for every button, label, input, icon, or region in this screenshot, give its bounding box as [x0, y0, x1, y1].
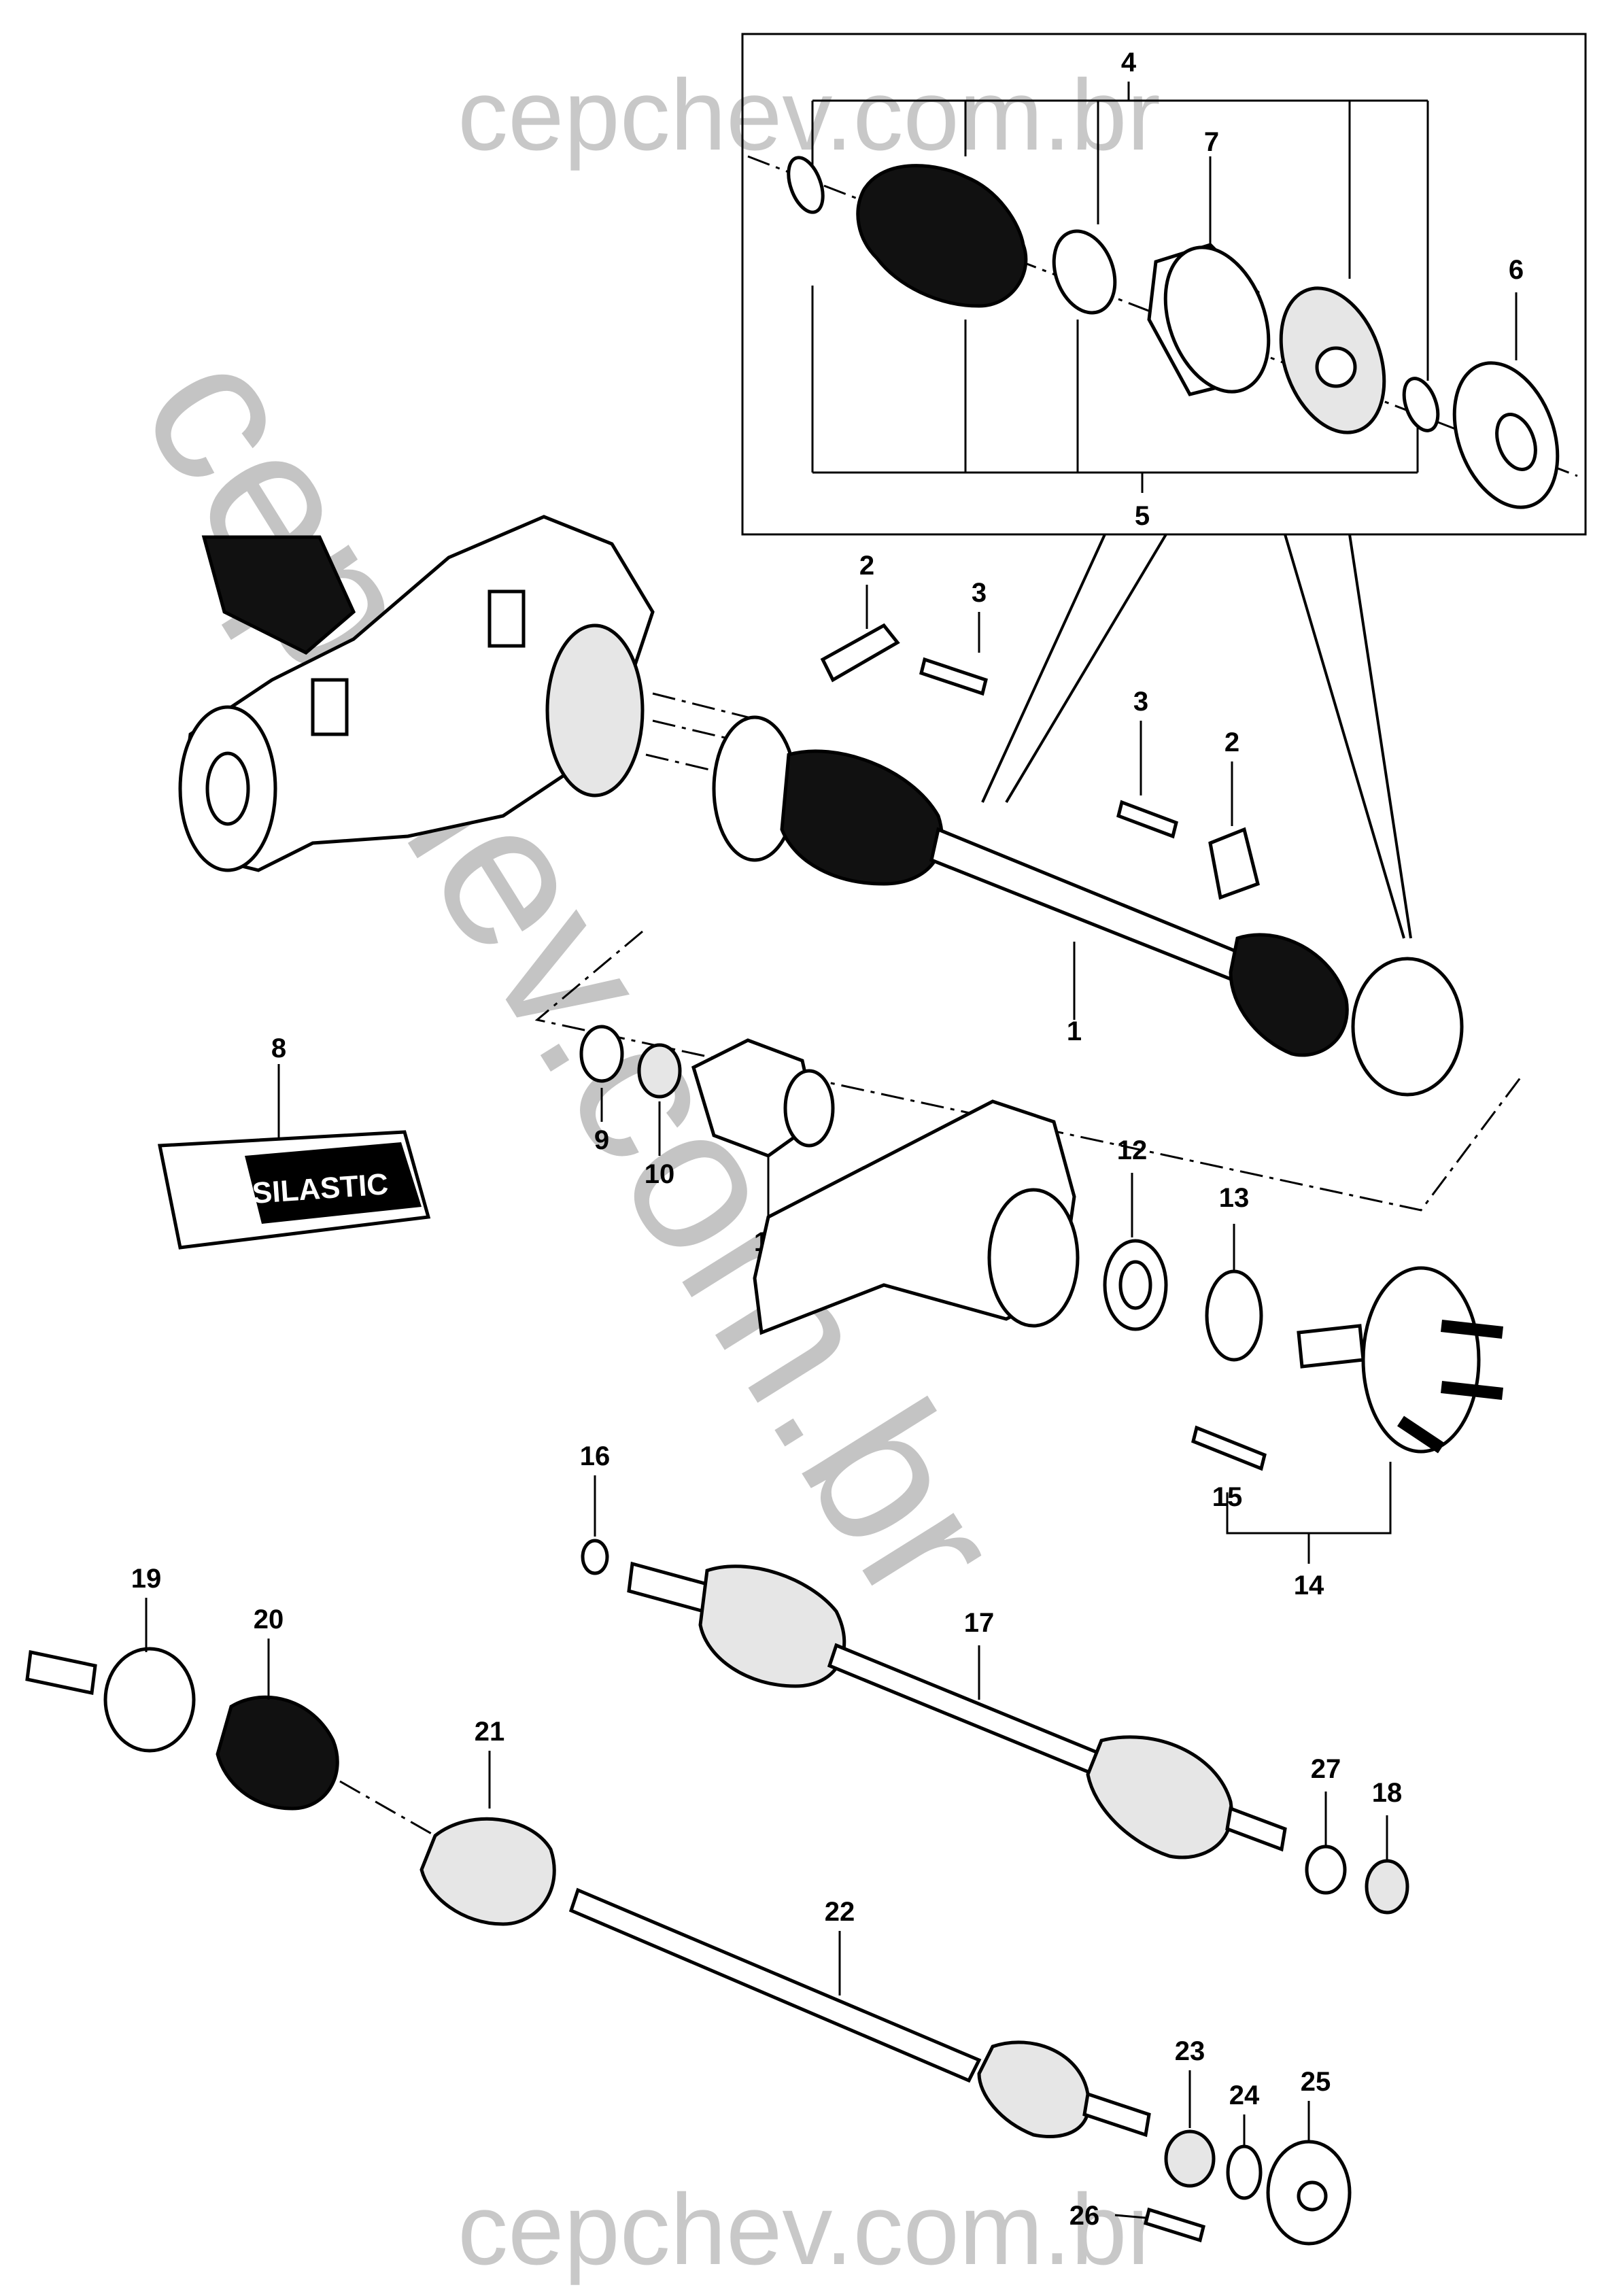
callout-9: 9 [594, 1125, 609, 1155]
bearing-23 [1164, 2129, 1216, 2188]
callout-3-lower: 3 [1133, 687, 1148, 717]
hub-flange [1361, 1266, 1481, 1454]
watermark-bottom: cepchev.com.br [458, 2174, 1161, 2286]
inner-flange [712, 715, 798, 862]
callout-13: 13 [1219, 1183, 1250, 1213]
callout-23: 23 [1175, 2036, 1205, 2066]
callout-27: 27 [1311, 1754, 1341, 1784]
callout-5: 5 [1135, 501, 1150, 531]
callout-8: 8 [271, 1033, 286, 1063]
callout-16: 16 [580, 1441, 611, 1471]
callout-22: 22 [825, 1897, 855, 1927]
wheel-hub-14: 15 14 [1191, 1266, 1503, 1600]
washer-9 [579, 1025, 624, 1083]
half-shaft-17: 16 17 27 18 [580, 1441, 1409, 1915]
outer-joint-22 [977, 2040, 1091, 2138]
callout-3-upper: 3 [972, 578, 987, 608]
bracket-5 [811, 286, 1419, 493]
left-boot [201, 535, 356, 655]
silastic-sealant-tube: SILASTIC 8 [157, 1033, 431, 1250]
inner-boot [780, 749, 944, 886]
joint-19 [103, 1647, 196, 1753]
output-flange [545, 623, 645, 798]
circlip-24 [1226, 2144, 1263, 2200]
callout-17: 17 [964, 1608, 995, 1638]
callout-2-upper: 2 [859, 551, 874, 581]
callout-14: 14 [1294, 1571, 1324, 1600]
knuckle-assembly: 12 13 [753, 1099, 1263, 1362]
spline-inner [627, 1561, 709, 1614]
circlip [1402, 377, 1440, 432]
spline-19 [25, 1649, 97, 1696]
bracket-14 [1226, 1462, 1392, 1564]
bracket-4 [811, 82, 1429, 381]
callout-4: 4 [1121, 48, 1137, 78]
washer-16 [581, 1539, 609, 1575]
callout-15: 15 [1212, 1482, 1243, 1512]
spline-outer [1225, 1806, 1287, 1852]
cv-joint-kit-inset: 4 7 6 5 [741, 33, 1587, 536]
inset-frame [741, 33, 1587, 536]
bolt-upper [919, 657, 988, 696]
callout-6: 6 [1509, 255, 1524, 285]
lower-plate-bolt: 3 2 [1116, 687, 1260, 900]
hub-stub [1297, 1324, 1365, 1369]
lock-plate-upper [820, 623, 900, 683]
bolt-lower [1116, 800, 1178, 839]
boot-20 [216, 1695, 339, 1811]
callout-2-lower: 2 [1224, 727, 1239, 757]
bolt-15 [1191, 1425, 1267, 1471]
drive-shaft-1: 1 [645, 692, 1464, 1097]
callout-18: 18 [1372, 1778, 1403, 1808]
circlip-13 [1205, 1269, 1263, 1362]
differential-housing [178, 515, 655, 872]
outer-flange [1351, 957, 1464, 1097]
callout-1: 1 [1067, 1016, 1082, 1046]
callout-7: 7 [1204, 127, 1219, 157]
lower-shaft-assembly: 19 20 21 22 23 24 25 26 [25, 1564, 1352, 2246]
boot [856, 164, 1028, 308]
watermark-top: cepchev.com.br [458, 59, 1161, 171]
lock-plate-lower [1208, 827, 1260, 900]
outer-boot [1229, 933, 1349, 1057]
upper-plate-bolt: 2 3 [820, 551, 988, 696]
shaft-bar [929, 827, 1239, 982]
callout-19: 19 [131, 1564, 162, 1594]
nut-10 [637, 1043, 682, 1099]
callout-21: 21 [475, 1717, 505, 1747]
boot-21 [419, 1817, 556, 1926]
wheel-studs [1397, 1320, 1503, 1454]
shaft-17 [827, 1643, 1104, 1777]
bolt-26 [1144, 2207, 1205, 2243]
inset-axis [747, 155, 1578, 477]
hub-parts-9-11: 9 10 11 [579, 1025, 835, 1257]
outer-joint-17 [1086, 1735, 1233, 1860]
inset-pointer-lines [981, 533, 1412, 939]
callout-25: 25 [1301, 2067, 1331, 2097]
spline-22 [1082, 2091, 1151, 2138]
callout-24: 24 [1229, 2080, 1260, 2110]
washer-27 [1305, 1845, 1347, 1895]
watermark-diagonal: cepchev.com.br [98, 310, 1048, 1640]
shaft-22 [568, 1887, 982, 2083]
nut-18 [1365, 1859, 1409, 1915]
small-clamp [787, 156, 825, 214]
callout-20: 20 [254, 1605, 284, 1634]
callout-26: 26 [1069, 2201, 1100, 2231]
callout-10: 10 [645, 1159, 675, 1189]
large-clamp [1052, 229, 1117, 315]
callout-12: 12 [1117, 1135, 1148, 1165]
